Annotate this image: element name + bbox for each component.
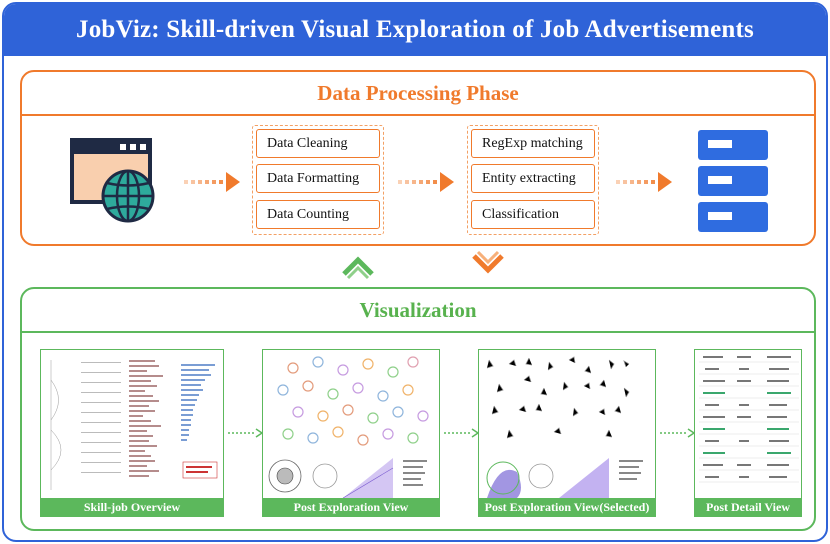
entity-extracting-step: Entity extracting xyxy=(471,164,595,193)
post-detail-panel: Post Detail View xyxy=(694,349,802,517)
regexp-matching-step: RegExp matching xyxy=(471,129,595,158)
post-exploration-selected-thumbnail xyxy=(486,356,643,498)
extraction-group xyxy=(467,125,599,235)
arrow-down-icon xyxy=(472,250,504,274)
post-exploration-selected-panel: Post Exploration View(Selected) xyxy=(478,349,656,517)
data-counting-step: Data Counting xyxy=(256,200,380,229)
view-connector-2 xyxy=(444,428,480,438)
skill-job-overview-label: Skill-job Overview xyxy=(41,498,223,516)
post-exploration-panel: Post Exploration View xyxy=(262,349,440,517)
data-formatting-step: Data Formatting xyxy=(256,164,380,193)
view-connector-3 xyxy=(660,428,696,438)
diagram-title: JobViz: Skill-driven Visual Exploration … xyxy=(76,16,754,43)
processing-phase-title-text: Data Processing Phase xyxy=(317,80,519,105)
classification-step: Classification xyxy=(471,200,595,229)
data-cleaning-step: Data Cleaning xyxy=(256,129,380,158)
post-detail-thumbnail xyxy=(699,356,799,483)
processing-phase-title: Data Processing Phase xyxy=(22,72,814,116)
processing-phase-panel: Data Processing Phase xyxy=(20,70,816,246)
web-globe-icon xyxy=(70,138,155,223)
database-icon xyxy=(698,130,768,232)
title-banner: JobViz: Skill-driven Visual Exploration … xyxy=(4,4,826,56)
flow-arrow-2 xyxy=(398,172,454,192)
arrow-up-icon xyxy=(342,256,374,280)
post-detail-label: Post Detail View xyxy=(695,498,801,516)
post-exploration-thumbnail xyxy=(268,356,429,499)
skill-job-overview-thumbnail xyxy=(50,360,218,490)
visualization-panel: Visualization xyxy=(20,287,816,531)
skill-job-overview-panel: Skill-job Overview xyxy=(40,349,224,517)
flow-arrow-1 xyxy=(184,172,240,192)
visualization-title-text: Visualization xyxy=(359,297,477,322)
flow-arrow-3 xyxy=(616,172,672,192)
view-connector-1 xyxy=(228,428,264,438)
cleaning-group xyxy=(252,125,384,235)
post-exploration-selected-label: Post Exploration View(Selected) xyxy=(479,498,655,516)
post-exploration-label: Post Exploration View xyxy=(263,498,439,516)
visualization-title: Visualization xyxy=(22,289,814,333)
